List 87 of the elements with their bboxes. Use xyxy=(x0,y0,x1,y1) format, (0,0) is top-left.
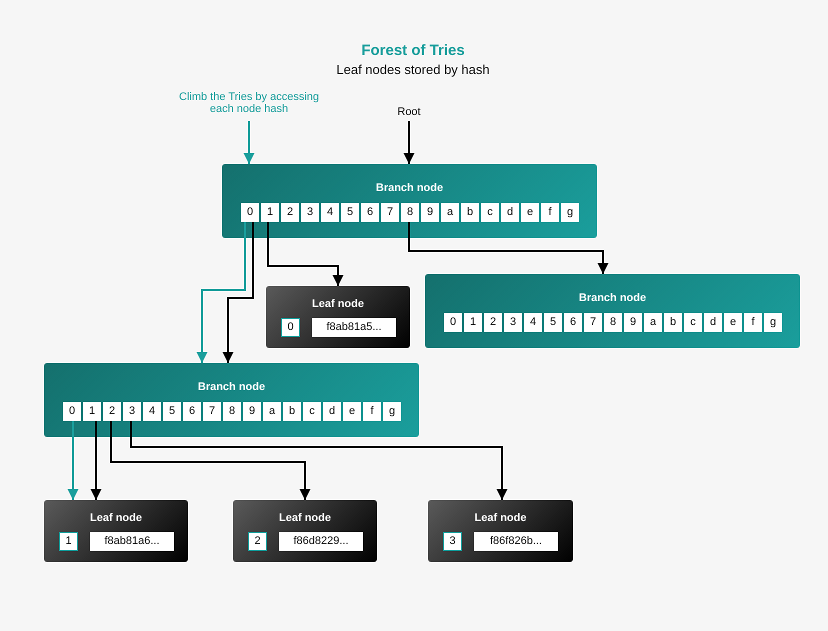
slot-cell: b xyxy=(283,402,301,421)
arrow xyxy=(90,421,102,500)
slot-cell: 2 xyxy=(103,402,121,421)
slot-cell: 9 xyxy=(421,203,439,222)
branch-node-panel xyxy=(44,363,419,437)
hash-value: f86f826b... xyxy=(474,532,558,551)
slot-cell: 5 xyxy=(544,313,562,332)
slot-cell: g xyxy=(764,313,782,332)
slot-cell: 4 xyxy=(143,402,161,421)
slot-cell: e xyxy=(521,203,539,222)
leaf-node-panel xyxy=(266,286,410,348)
slot-cell: d xyxy=(501,203,519,222)
slot-cell: g xyxy=(383,402,401,421)
leaf-node-panel xyxy=(233,500,377,562)
annotation: Climb the Tries by accessing each node hash xyxy=(179,91,319,121)
slot-cell: 8 xyxy=(223,402,241,421)
slot-cell: 3 xyxy=(504,313,522,332)
leaf-node-panel xyxy=(44,500,188,562)
slot-cell: b xyxy=(461,203,479,222)
slot-cell: g xyxy=(561,203,579,222)
slot-cell: 9 xyxy=(243,402,261,421)
slot-cell: c xyxy=(684,313,702,332)
hash-value: f8ab81a6... xyxy=(90,532,174,551)
branch-node-panel xyxy=(425,274,800,348)
slot-cell: 2 xyxy=(281,203,299,222)
slot-cell: 9 xyxy=(624,313,642,332)
slot-cell: 1 xyxy=(83,402,101,421)
index-cell: 2 xyxy=(248,532,267,551)
index-cell: 3 xyxy=(443,532,462,551)
diagram-title: Forest of Tries xyxy=(360,42,466,59)
arrow xyxy=(68,421,78,500)
subtitle: Leaf nodes stored by hash xyxy=(335,62,491,77)
slot-cell: 2 xyxy=(484,313,502,332)
slot-cell: d xyxy=(704,313,722,332)
index-cell: 1 xyxy=(59,532,78,551)
slot-cell: 6 xyxy=(183,402,201,421)
slot-cell: 6 xyxy=(564,313,582,332)
slot-cell: 5 xyxy=(341,203,359,222)
slot-cell: a xyxy=(263,402,281,421)
slot-cell: 8 xyxy=(604,313,622,332)
arrow xyxy=(267,222,344,286)
slot-cell: 0 xyxy=(241,203,259,222)
arrow xyxy=(196,222,246,363)
root-label: Root xyxy=(389,106,429,121)
slot-cell: e xyxy=(343,402,361,421)
arrow xyxy=(130,421,508,500)
slot-cell: f xyxy=(744,313,762,332)
slot-cell: 0 xyxy=(63,402,81,421)
slot-cell: b xyxy=(664,313,682,332)
node-heading: Branch node xyxy=(374,182,444,194)
slot-cell: 5 xyxy=(163,402,181,421)
branch-node-panel xyxy=(222,164,597,238)
leaf-node-panel xyxy=(428,500,573,562)
arrow xyxy=(222,222,254,363)
node-heading: Leaf node xyxy=(311,298,365,310)
slot-cell: 8 xyxy=(401,203,419,222)
slot-cell: 6 xyxy=(361,203,379,222)
node-heading: Leaf node xyxy=(278,512,332,524)
slot-cell: 4 xyxy=(321,203,339,222)
slot-cell: 7 xyxy=(381,203,399,222)
slot-cell: 7 xyxy=(203,402,221,421)
slot-cell: 1 xyxy=(261,203,279,222)
hash-value: f8ab81a5... xyxy=(312,318,396,337)
index-cell: 0 xyxy=(281,318,300,337)
slot-cell: d xyxy=(323,402,341,421)
arrow xyxy=(110,421,310,500)
slot-cell: 0 xyxy=(444,313,462,332)
slot-cell: f xyxy=(541,203,559,222)
slot-cell: a xyxy=(441,203,459,222)
slot-cell: 1 xyxy=(464,313,482,332)
hash-value: f86d8229... xyxy=(279,532,363,551)
slot-cell: a xyxy=(644,313,662,332)
node-heading: Leaf node xyxy=(89,512,143,524)
slot-cell: c xyxy=(481,203,499,222)
arrow xyxy=(404,121,414,164)
slot-cell: 3 xyxy=(301,203,319,222)
arrow xyxy=(408,222,608,274)
slot-cell: 7 xyxy=(584,313,602,332)
slot-cell: c xyxy=(303,402,321,421)
node-heading: Branch node xyxy=(578,292,648,304)
arrow xyxy=(244,121,254,164)
slot-cell: f xyxy=(363,402,381,421)
slot-cell: 4 xyxy=(524,313,542,332)
node-heading: Leaf node xyxy=(474,512,528,524)
slot-cell: e xyxy=(724,313,742,332)
slot-cell: 3 xyxy=(123,402,141,421)
node-heading: Branch node xyxy=(196,381,266,393)
